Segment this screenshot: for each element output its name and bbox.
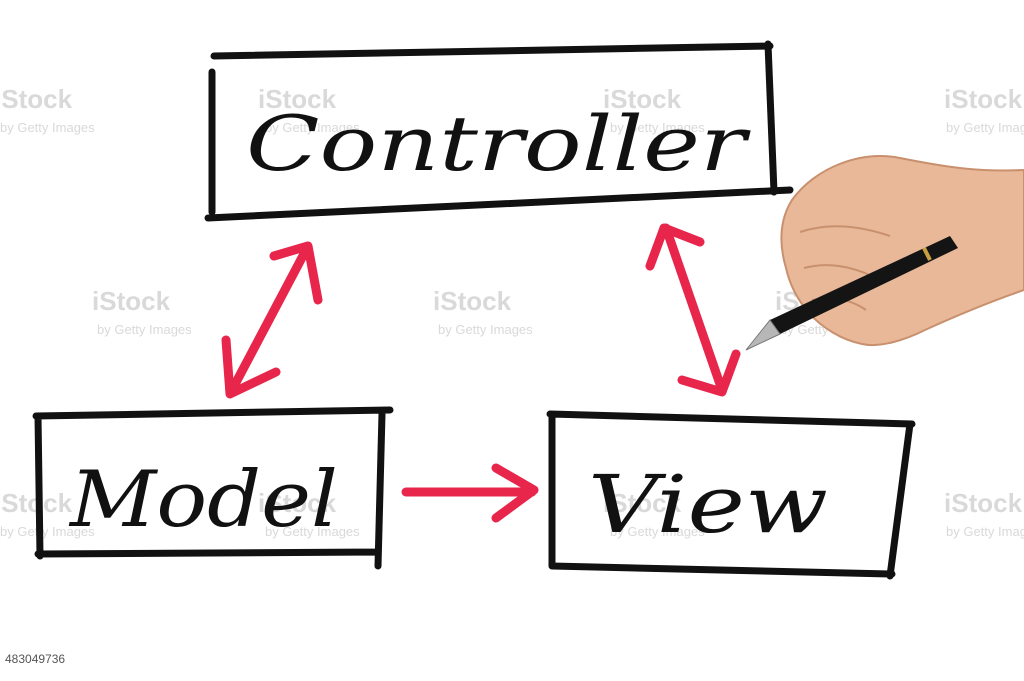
- watermark-tile: iStock by Getty Images: [92, 286, 192, 337]
- watermark-tile: iStock by Getty Images: [603, 84, 705, 135]
- svg-text:iStock: iStock: [944, 488, 1023, 518]
- svg-text:iStock: iStock: [603, 84, 682, 114]
- svg-text:by Getty Images: by Getty Images: [0, 120, 95, 135]
- svg-text:by Getty Images: by Getty Images: [610, 524, 705, 539]
- svg-text:by Getty Images: by Getty Images: [0, 524, 95, 539]
- watermark-tile: iStock by Getty Images: [0, 84, 95, 135]
- view-box: [546, 410, 916, 580]
- svg-text:iStock: iStock: [92, 286, 171, 316]
- svg-text:by Getty Images: by Getty Images: [265, 524, 360, 539]
- controller-label: Controller: [246, 99, 752, 188]
- hand-with-pen: [745, 155, 1024, 351]
- model-node: Model: [32, 406, 394, 570]
- svg-text:iStock: iStock: [944, 84, 1023, 114]
- svg-text:iStock: iStock: [258, 84, 337, 114]
- svg-text:iStock: iStock: [0, 84, 73, 114]
- svg-text:iStock: iStock: [258, 488, 337, 518]
- svg-text:by Getty Images: by Getty Images: [265, 120, 360, 135]
- watermark-tile: iStock by Getty Images: [603, 488, 705, 539]
- watermark-tile: iStock by Getty Images: [433, 286, 533, 337]
- controller-model-arrow: [221, 241, 323, 399]
- fountain-pen: [745, 236, 958, 351]
- watermark-tile: iStock by Getty Images: [258, 488, 360, 539]
- model-view-arrow: [401, 463, 539, 523]
- controller-view-arrow: [645, 223, 741, 397]
- controller-box: [204, 40, 794, 222]
- svg-text:by Getty Images: by Getty Images: [610, 120, 705, 135]
- hand: [780, 155, 1024, 346]
- model-box: [32, 406, 394, 570]
- watermark-tile: iStock by Getty Images: [944, 488, 1024, 539]
- svg-text:by Getty Images: by Getty Images: [97, 322, 192, 337]
- svg-text:by Getty Images: by Getty Images: [946, 120, 1024, 135]
- svg-text:iStock: iStock: [603, 488, 682, 518]
- model-label: Model: [68, 455, 338, 545]
- svg-text:by Getty Images: by Getty Images: [946, 524, 1024, 539]
- svg-text:by Getty Images: by Getty Images: [438, 322, 533, 337]
- watermark-layer: iStock by Getty Images iStock by Getty I…: [0, 84, 1024, 539]
- view-node: View: [546, 410, 916, 580]
- image-id-label: 483049736: [2, 651, 69, 667]
- view-label: View: [588, 458, 828, 551]
- svg-text:iStock: iStock: [433, 286, 512, 316]
- watermark-tile: iStock by Getty Images: [944, 84, 1024, 135]
- controller-node: Controller: [204, 40, 794, 222]
- watermark-tile: iStock by Getty Images: [258, 84, 360, 135]
